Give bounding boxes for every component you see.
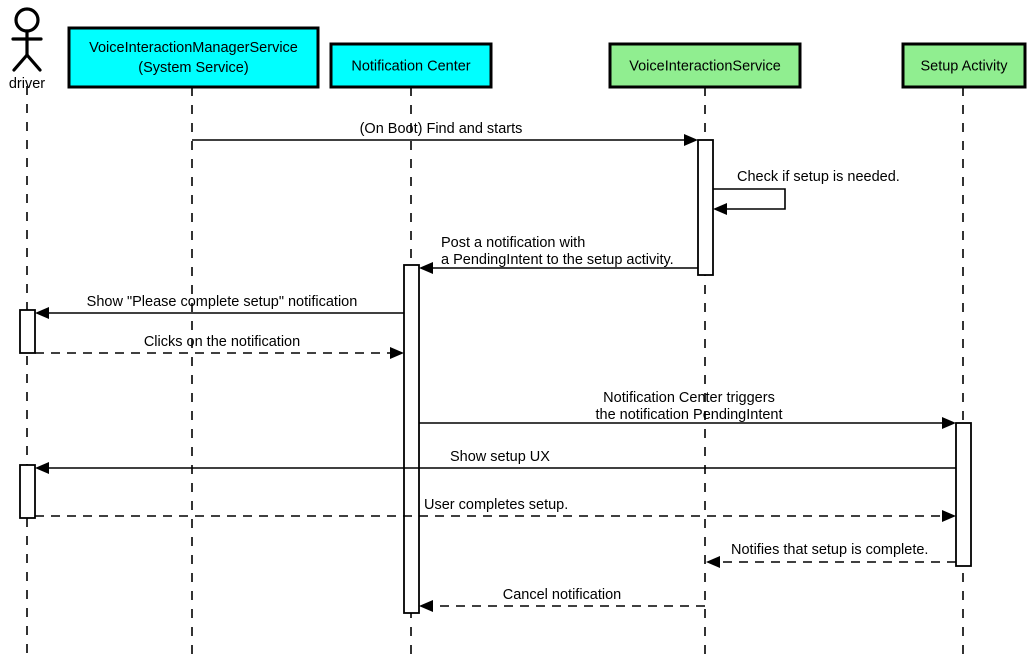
message-notification-center-triggers-pendingintent[interactable]: Notification Center triggers the notific… <box>419 390 956 429</box>
participant-vims-box <box>67 26 320 89</box>
arrowhead-right-icon <box>942 417 956 429</box>
activation-bars <box>19 139 972 614</box>
participant-notification-center-label: Notification Center <box>351 58 470 74</box>
actor-head-icon <box>14 7 40 33</box>
message-label-line2: a PendingIntent to the setup activity. <box>441 252 674 268</box>
arrowhead-left-icon <box>419 262 433 274</box>
actor-driver-label: driver <box>9 76 45 92</box>
message-self-call-path <box>713 188 786 210</box>
participant-notification-center[interactable]: Notification Center <box>329 42 493 89</box>
message-label: (On Boot) Find and starts <box>360 121 523 137</box>
participant-vis-label: VoiceInteractionService <box>629 58 781 74</box>
activation-driver-1 <box>19 309 36 354</box>
activation-setup-activity <box>955 422 972 567</box>
participant-setup-activity[interactable]: Setup Activity <box>901 42 1027 89</box>
activation-vis-1 <box>697 139 714 276</box>
message-show-setup-ux[interactable]: Show setup UX <box>35 449 956 474</box>
message-label-line1: Notification Center triggers <box>603 390 775 406</box>
actor-leg-left-icon <box>12 53 29 72</box>
message-label: Clicks on the notification <box>144 334 300 350</box>
message-label: Notifies that setup is complete. <box>731 542 928 558</box>
message-label-line1: Post a notification with <box>441 235 585 251</box>
message-label: User completes setup. <box>424 497 568 513</box>
activation-driver-2 <box>19 464 36 519</box>
message-clicks-on-the-notification[interactable]: Clicks on the notification <box>35 334 404 359</box>
participant-setup-activity-label: Setup Activity <box>920 58 1008 74</box>
actor-driver[interactable]: driver <box>9 7 45 92</box>
arrowhead-left-icon <box>35 307 49 319</box>
message-label: Show "Please complete setup" notificatio… <box>87 294 358 310</box>
arrowhead-right-icon <box>684 134 698 146</box>
message-label-line2: the notification PendingIntent <box>595 407 782 423</box>
participant-vims-label-line1: VoiceInteractionManagerService <box>89 40 298 56</box>
message-post-a-notification[interactable]: Post a notification with a PendingIntent… <box>419 235 698 274</box>
message-cancel-notification[interactable]: Cancel notification <box>419 587 705 612</box>
message-check-if-setup-is-needed[interactable]: Check if setup is needed. <box>713 169 900 215</box>
participant-vis-box <box>608 42 802 89</box>
message-label: Check if setup is needed. <box>737 169 900 185</box>
message-user-completes-setup[interactable]: User completes setup. <box>35 497 956 522</box>
message-on-boot-find-and-starts[interactable]: (On Boot) Find and starts <box>192 121 698 146</box>
arrowhead-left-icon <box>706 556 720 568</box>
actor-leg-right-icon <box>25 53 42 72</box>
arrowhead-left-icon <box>713 203 727 215</box>
arrowhead-right-icon <box>942 510 956 522</box>
message-show-please-complete-setup-notification[interactable]: Show "Please complete setup" notificatio… <box>35 294 404 319</box>
participant-setup-activity-box <box>901 42 1027 89</box>
arrowhead-right-icon <box>390 347 404 359</box>
participant-notification-center-box <box>329 42 493 89</box>
participant-vims[interactable]: VoiceInteractionManagerService (System S… <box>67 26 320 89</box>
participant-vis[interactable]: VoiceInteractionService <box>608 42 802 89</box>
activation-notification-center <box>403 264 420 614</box>
message-notifies-that-setup-is-complete[interactable]: Notifies that setup is complete. <box>706 542 956 568</box>
arrowhead-left-icon <box>35 462 49 474</box>
participant-vims-label-line2: (System Service) <box>138 60 248 76</box>
message-label: Show setup UX <box>450 449 550 465</box>
message-label: Cancel notification <box>503 587 622 603</box>
arrowhead-left-icon <box>419 600 433 612</box>
